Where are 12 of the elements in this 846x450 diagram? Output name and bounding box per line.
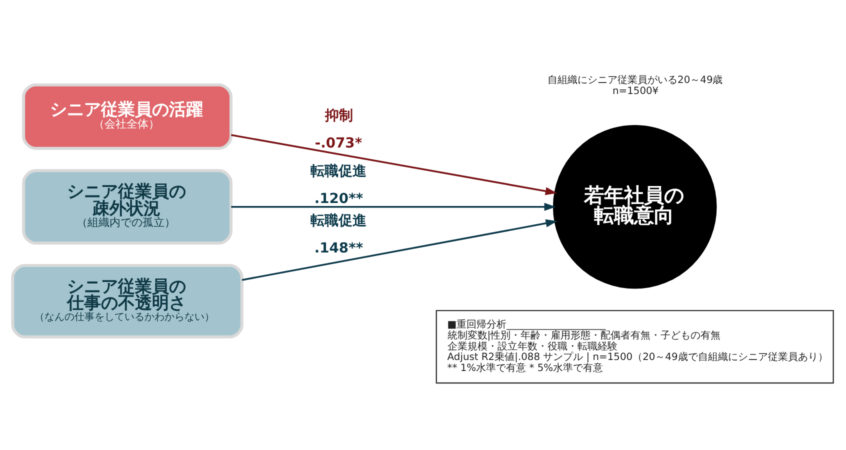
arrow — [231, 202, 556, 210]
edge-label: 抑制 -.073* — [314, 107, 362, 152]
node-box: シニア従業員の仕事の不透明さ （なんの仕事をしているかわからない） — [11, 263, 244, 338]
label: 自組織にシニア従業員がいる20～49歳 n=1500¥ — [548, 74, 723, 96]
node-circle: 若年社員の転職意向 — [552, 124, 717, 288]
node-box: シニア従業員の活躍 （会社全体） — [22, 82, 232, 150]
arrow — [242, 218, 558, 280]
edge-label: 転職促進 .120** — [310, 162, 366, 207]
node-box: ■重回帰分析____________________ 統制変数|性別・年齢・雇用形態・配偶者有無・子どもの有無 企業規模・設立年数・役職・転職経験 Adjust R2乗値|.088 サンプル | n=1500（20～49歳で自組織にシニア従業員あり） ** 1%水準で有意 * 5%水準で有意 — [436, 310, 834, 384]
arrow — [231, 134, 557, 195]
node-box: シニア従業員の疎外状況 （組織内での孤立） — [22, 168, 232, 244]
edge-label: 転職促進 .148** — [310, 212, 366, 256]
